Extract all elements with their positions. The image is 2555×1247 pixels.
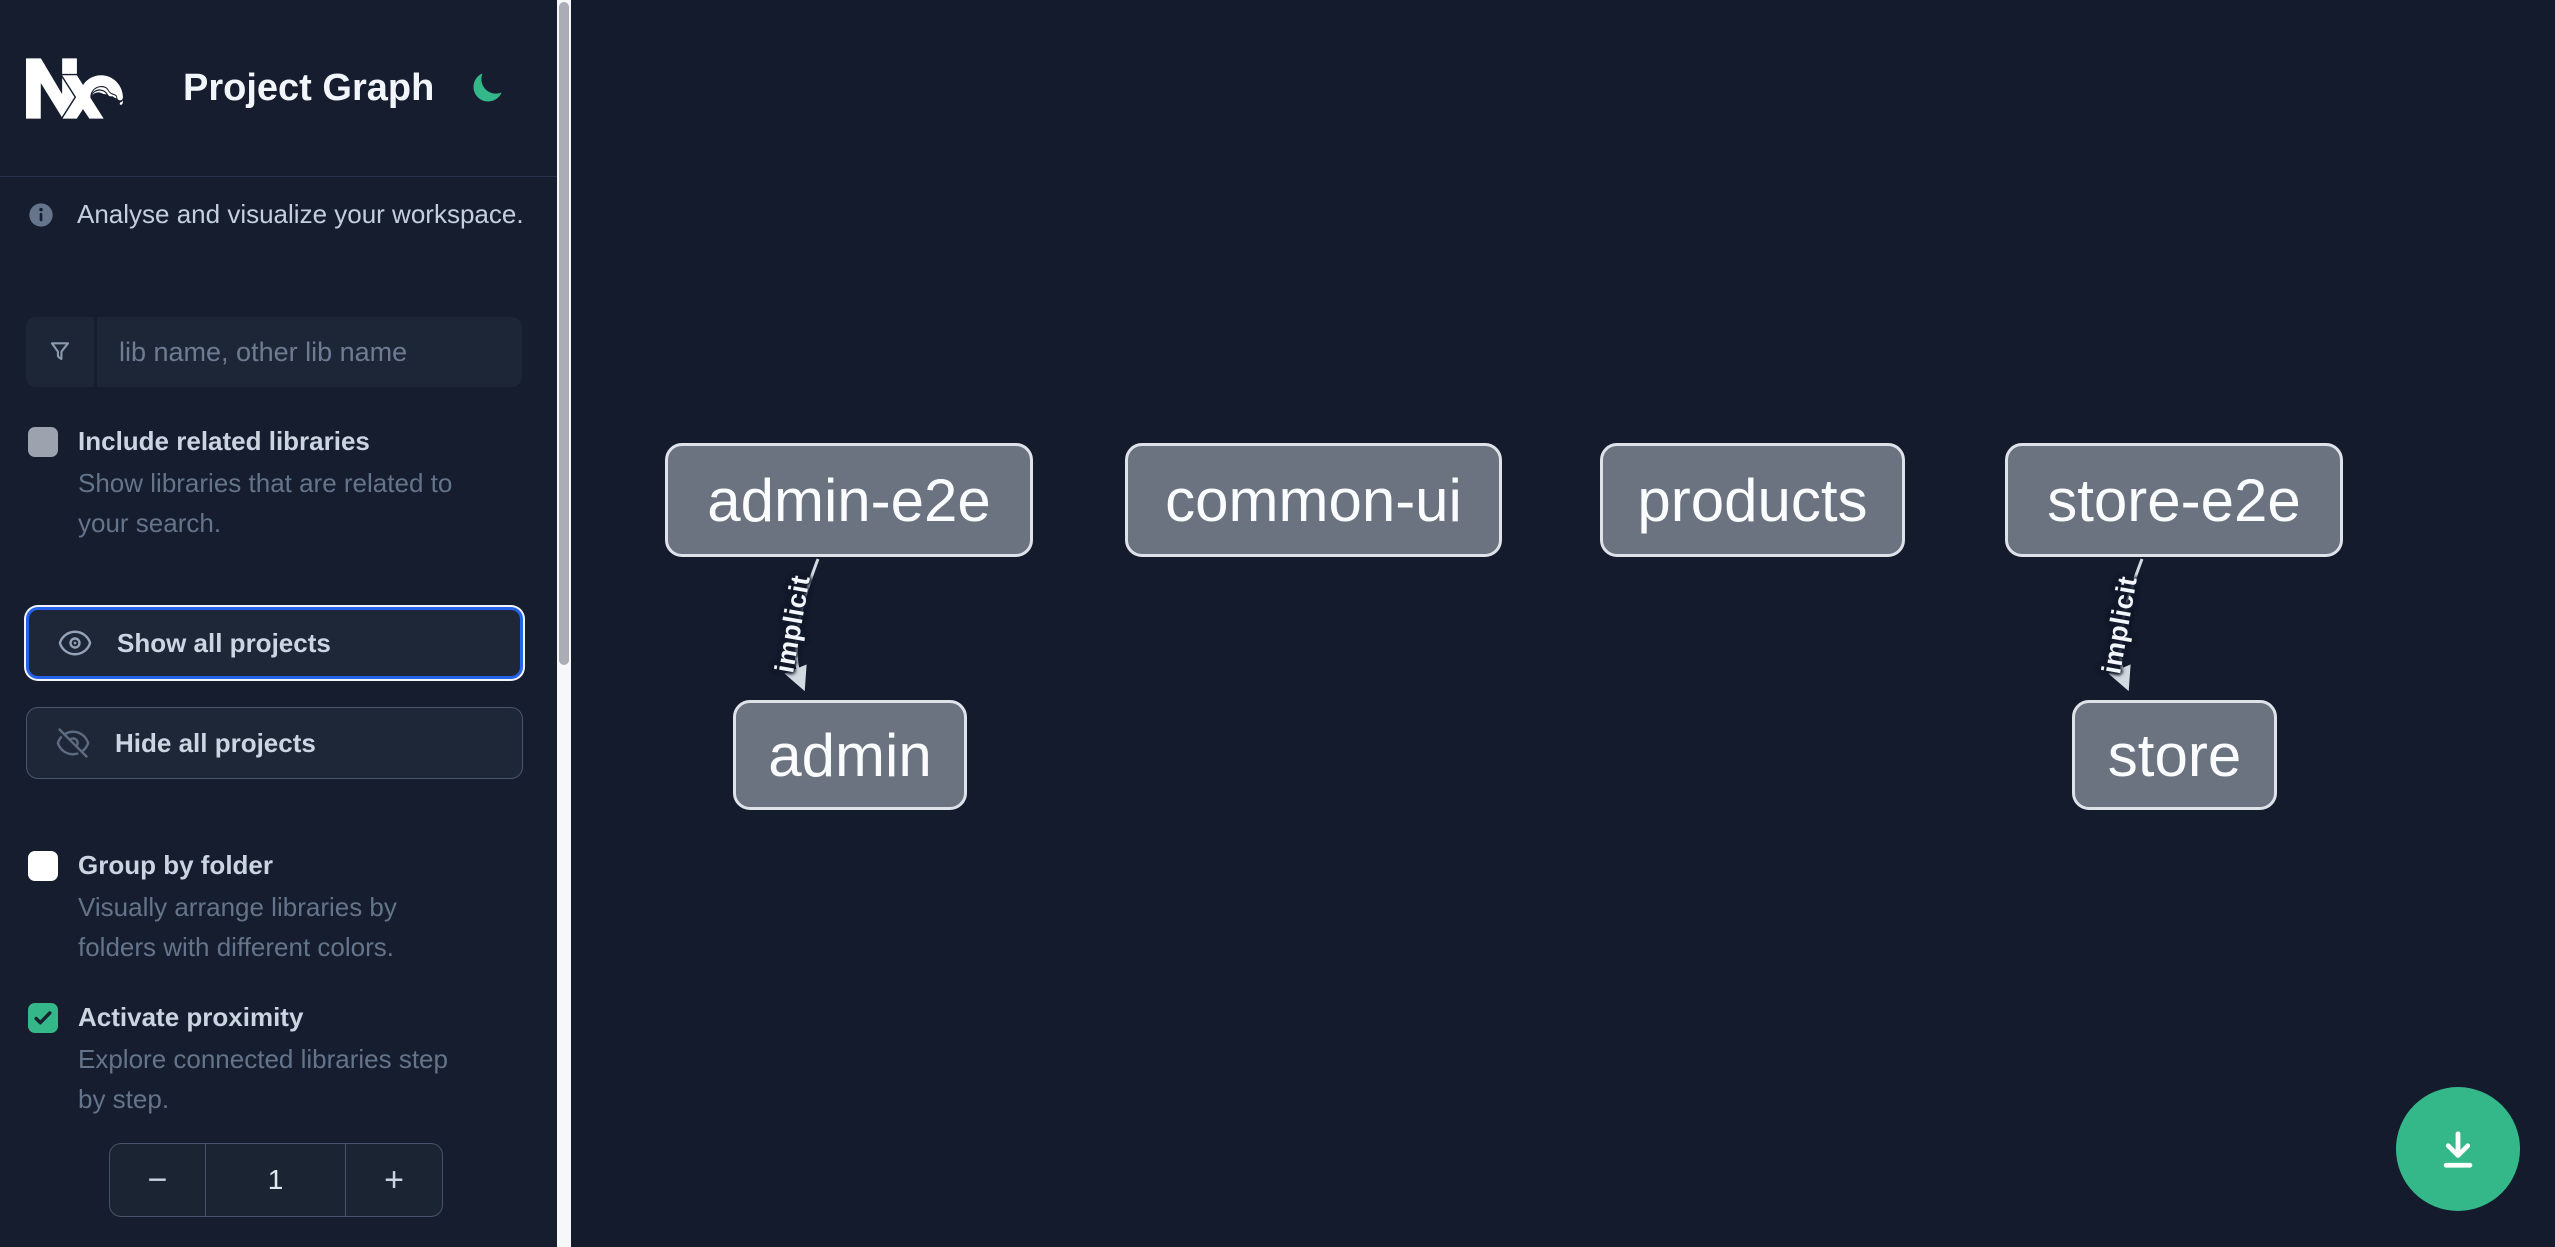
page-title: Project Graph — [183, 66, 435, 109]
proximity-stepper: − 1 + — [109, 1143, 443, 1217]
sidebar: Project Graph Analyse and visualize your… — [0, 0, 557, 1247]
edge-label-implicit-store: implicit — [2096, 573, 2143, 677]
group-by-folder-checkbox[interactable] — [28, 851, 58, 881]
graph-node-store-e2e[interactable]: store-e2e — [2005, 443, 2343, 557]
workspace-info: Analyse and visualize your workspace. — [27, 199, 524, 230]
group-by-folder-label: Group by folder — [78, 850, 273, 880]
filter-funnel-icon — [50, 342, 70, 360]
activate-proximity-description: Explore connected libraries step by step… — [78, 1044, 448, 1114]
proximity-decrement-button[interactable]: − — [110, 1144, 206, 1216]
check-icon — [34, 1011, 52, 1025]
hide-all-projects-button[interactable]: Hide all projects — [26, 707, 523, 779]
moon-icon — [473, 73, 502, 102]
search-input[interactable] — [97, 317, 522, 387]
filter-input-group — [26, 317, 522, 387]
activate-proximity-checkbox[interactable] — [28, 1003, 58, 1033]
include-related-label: Include related libraries — [78, 426, 370, 456]
group-by-folder-description: Visually arrange libraries by folders wi… — [78, 892, 397, 962]
include-related-option[interactable]: Include related libraries Show libraries… — [28, 422, 514, 543]
filter-icon-cell — [26, 317, 97, 387]
graph-canvas[interactable]: admin-e2e common-ui products store-e2e a… — [571, 0, 2555, 1247]
info-icon — [29, 202, 53, 227]
activate-proximity-option[interactable]: Activate proximity Explore connected lib… — [28, 998, 514, 1119]
edge-label-implicit-admin: implicit — [769, 572, 816, 676]
show-all-projects-label: Show all projects — [117, 627, 331, 658]
proximity-value: 1 — [267, 1164, 284, 1195]
eye-icon — [57, 625, 93, 661]
graph-node-admin-e2e[interactable]: admin-e2e — [665, 443, 1033, 557]
group-by-folder-option[interactable]: Group by folder Visually arrange librari… — [28, 846, 514, 967]
graph-node-admin[interactable]: admin — [733, 700, 967, 810]
graph-node-store[interactable]: store — [2072, 700, 2277, 810]
download-graph-button[interactable] — [2396, 1087, 2520, 1211]
show-all-projects-button[interactable]: Show all projects — [26, 607, 523, 679]
hide-all-projects-label: Hide all projects — [115, 727, 316, 758]
include-related-checkbox[interactable] — [28, 427, 58, 457]
eye-off-icon — [55, 725, 91, 761]
sidebar-scrollbar-thumb[interactable] — [559, 2, 569, 665]
graph-node-common-ui[interactable]: common-ui — [1125, 443, 1502, 557]
sidebar-header: Project Graph — [0, 0, 557, 177]
graph-edges — [784, 558, 2144, 692]
graph-node-products[interactable]: products — [1600, 443, 1905, 557]
download-icon — [2443, 1131, 2473, 1168]
include-related-description: Show libraries that are related to your … — [78, 468, 453, 538]
sidebar-scrollbar-track — [557, 0, 571, 1247]
activate-proximity-label: Activate proximity — [78, 1002, 304, 1032]
proximity-increment-button[interactable]: + — [345, 1144, 442, 1216]
info-text: Analyse and visualize your workspace. — [77, 199, 524, 229]
nx-logo — [26, 57, 123, 119]
theme-toggle-button[interactable] — [467, 68, 507, 108]
